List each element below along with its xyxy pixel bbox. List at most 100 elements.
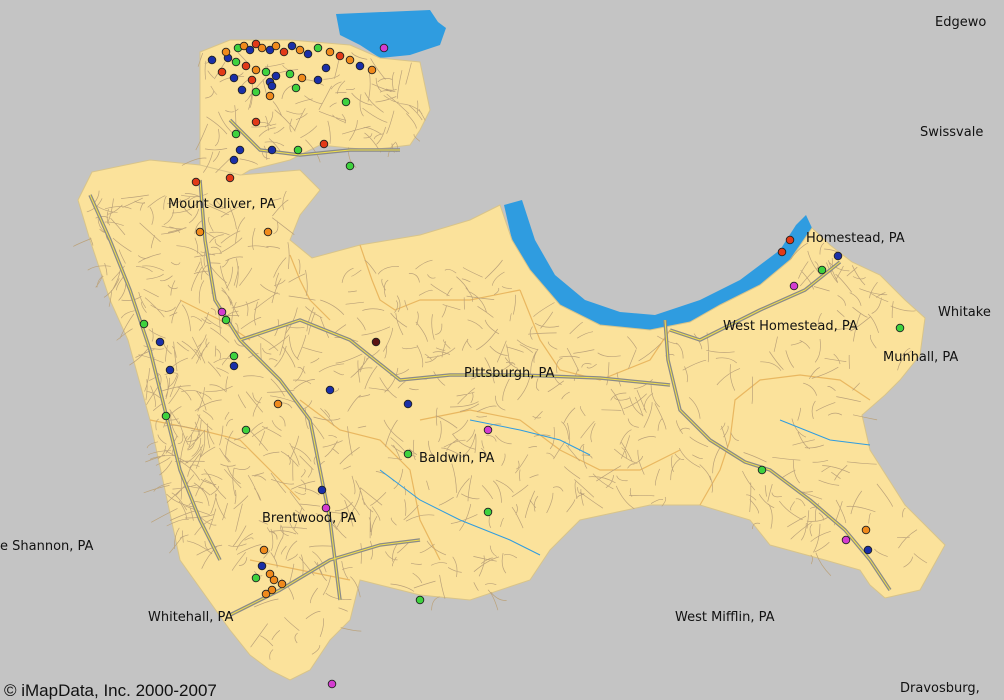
map-marker-green[interactable] <box>221 315 231 325</box>
map-marker-green[interactable] <box>403 449 413 459</box>
map-marker-green[interactable] <box>231 129 241 139</box>
boundary-line <box>249 559 351 581</box>
map-marker-green[interactable] <box>757 465 767 475</box>
map-marker-blue[interactable] <box>403 399 413 409</box>
map-marker-green[interactable] <box>241 425 251 435</box>
map-marker-blue[interactable] <box>287 41 297 51</box>
highway-route-51-core <box>199 179 341 601</box>
map-marker-blue[interactable] <box>207 55 217 65</box>
map-marker-green[interactable] <box>261 67 271 77</box>
map-marker-blue[interactable] <box>267 81 277 91</box>
map-marker-green[interactable] <box>415 595 425 605</box>
map-marker-green[interactable] <box>895 323 905 333</box>
map-marker-magenta[interactable] <box>379 43 389 53</box>
map-marker-magenta[interactable] <box>841 535 851 545</box>
place-label: Edgewo <box>935 15 986 30</box>
map-marker-blue[interactable] <box>245 45 255 55</box>
copyright-notice: © iMapData, Inc. 2000-2007 <box>4 681 217 700</box>
monongahela-river-north <box>336 10 446 58</box>
map-marker-green[interactable] <box>231 57 241 67</box>
map-marker-orange[interactable] <box>297 73 307 83</box>
map-marker-red[interactable] <box>251 117 261 127</box>
map-marker-blue[interactable] <box>321 63 331 73</box>
map-marker-green[interactable] <box>251 573 261 583</box>
map-marker-orange[interactable] <box>265 569 275 579</box>
map-marker-red[interactable] <box>217 67 227 77</box>
map-marker-orange[interactable] <box>861 525 871 535</box>
map-marker-green[interactable] <box>341 97 351 107</box>
map-marker-orange[interactable] <box>273 399 283 409</box>
map-marker-magenta[interactable] <box>321 503 331 513</box>
map-marker-red[interactable] <box>241 61 251 71</box>
map-marker-green[interactable] <box>345 161 355 171</box>
map-marker-green[interactable] <box>139 319 149 329</box>
map-marker-blue[interactable] <box>265 45 275 55</box>
map-marker-blue[interactable] <box>317 485 327 495</box>
map-marker-orange[interactable] <box>251 65 261 75</box>
map-marker-blue[interactable] <box>313 75 323 85</box>
map-marker-blue[interactable] <box>257 561 267 571</box>
map-marker-maroon[interactable] <box>371 337 381 347</box>
highway-saw-mill-run-core <box>89 194 221 561</box>
map-marker-green[interactable] <box>291 83 301 93</box>
map-marker-red[interactable] <box>225 173 235 183</box>
map-marker-orange[interactable] <box>195 227 205 237</box>
map-marker-red[interactable] <box>785 235 795 245</box>
map-marker-green[interactable] <box>817 265 827 275</box>
map-marker-blue[interactable] <box>271 71 281 81</box>
map-marker-blue[interactable] <box>355 61 365 71</box>
map-marker-orange[interactable] <box>277 579 287 589</box>
map-marker-red[interactable] <box>777 247 787 257</box>
map-marker-magenta[interactable] <box>483 425 493 435</box>
map-marker-orange[interactable] <box>257 43 267 53</box>
map-marker-orange[interactable] <box>325 47 335 57</box>
map-marker-blue[interactable] <box>267 145 277 155</box>
map-marker-orange[interactable] <box>263 227 273 237</box>
map-marker-green[interactable] <box>313 43 323 53</box>
map-marker-green[interactable] <box>251 87 261 97</box>
map-marker-orange[interactable] <box>259 545 269 555</box>
map-marker-orange[interactable] <box>221 47 231 57</box>
map-marker-blue[interactable] <box>237 85 247 95</box>
map-marker-blue[interactable] <box>325 385 335 395</box>
boundary-line <box>699 374 871 506</box>
map-marker-orange[interactable] <box>265 91 275 101</box>
map-marker-orange[interactable] <box>345 55 355 65</box>
map-marker-orange[interactable] <box>271 41 281 51</box>
map-marker-green[interactable] <box>161 411 171 421</box>
map-marker-blue[interactable] <box>165 365 175 375</box>
map-marker-red[interactable] <box>191 177 201 187</box>
map-marker-orange[interactable] <box>267 585 277 595</box>
map-marker-red[interactable] <box>279 47 289 57</box>
map-marker-red[interactable] <box>247 75 257 85</box>
map-marker-blue[interactable] <box>229 73 239 83</box>
map-marker-orange[interactable] <box>269 575 279 585</box>
map-marker-blue[interactable] <box>229 361 239 371</box>
map-marker-magenta[interactable] <box>789 281 799 291</box>
place-label: Whitehall, PA <box>148 610 234 625</box>
map-marker-green[interactable] <box>229 351 239 361</box>
map-marker-orange[interactable] <box>239 41 249 51</box>
place-label: Brentwood, PA <box>262 511 356 526</box>
map-marker-blue[interactable] <box>235 145 245 155</box>
map-marker-blue[interactable] <box>229 155 239 165</box>
place-label: Baldwin, PA <box>419 451 495 466</box>
location-markers[interactable] <box>139 39 905 689</box>
map-marker-red[interactable] <box>319 139 329 149</box>
map-marker-magenta[interactable] <box>217 307 227 317</box>
map-marker-green[interactable] <box>483 507 493 517</box>
map-marker-orange[interactable] <box>367 65 377 75</box>
map-marker-blue[interactable] <box>155 337 165 347</box>
map-marker-blue[interactable] <box>863 545 873 555</box>
map-marker-red[interactable] <box>251 39 261 49</box>
map-marker-red[interactable] <box>335 51 345 61</box>
map-marker-magenta[interactable] <box>327 679 337 689</box>
map-marker-orange[interactable] <box>295 45 305 55</box>
map-marker-blue[interactable] <box>833 251 843 261</box>
map-marker-orange[interactable] <box>261 589 271 599</box>
map-marker-green[interactable] <box>285 69 295 79</box>
map-marker-blue[interactable] <box>303 49 313 59</box>
map-marker-green[interactable] <box>293 145 303 155</box>
